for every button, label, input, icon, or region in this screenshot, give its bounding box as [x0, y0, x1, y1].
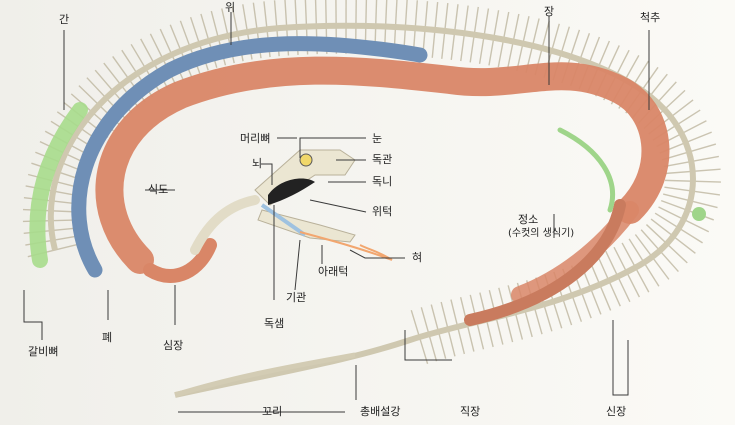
testis-organ [557, 127, 616, 213]
label-heart: 심장 [163, 339, 184, 352]
label-trachea: 기관 [286, 291, 307, 304]
intestine-organ [95, 56, 670, 274]
label-testis-note: (수컷의 생식기) [508, 228, 575, 239]
tail [174, 352, 356, 398]
label-stomach: 위 [225, 1, 236, 14]
stomach-segment [143, 238, 217, 283]
venom-gland [268, 178, 315, 205]
trachea [260, 203, 307, 237]
label-liver: 간 [59, 13, 70, 26]
label-brain: 뇌 [252, 157, 263, 170]
label-upper-jaw: 위턱 [372, 205, 393, 218]
label-venom-gland: 독샘 [264, 317, 285, 330]
label-tongue: 혀 [412, 251, 423, 264]
label-lung: 폐 [102, 331, 113, 344]
testis-organ-right [692, 207, 706, 221]
leader-lines [23, 12, 650, 413]
lung-organ [71, 36, 428, 278]
label-testis: 정소 [518, 213, 539, 226]
label-eye: 눈 [372, 132, 383, 145]
label-intestine: 장 [544, 5, 555, 18]
spine [47, 22, 696, 398]
neck [190, 195, 260, 255]
label-tail: 꼬리 [262, 405, 283, 418]
label-skull: 머리뼈 [240, 132, 271, 145]
eye [299, 153, 313, 167]
label-kidney: 신장 [606, 405, 627, 418]
label-cloaca: 총배설강 [360, 405, 401, 418]
label-spine: 척추 [640, 11, 661, 24]
label-venom-duct: 독관 [372, 153, 393, 166]
kidney-organ [464, 199, 626, 326]
label-rectum: 직장 [460, 405, 481, 418]
label-esophagus: 식도 [148, 183, 169, 196]
label-lower-jaw: 아래턱 [318, 265, 349, 278]
liver-organ [29, 102, 88, 268]
label-fang: 독니 [372, 175, 393, 188]
label-ribs: 갈비뼈 [28, 345, 59, 358]
